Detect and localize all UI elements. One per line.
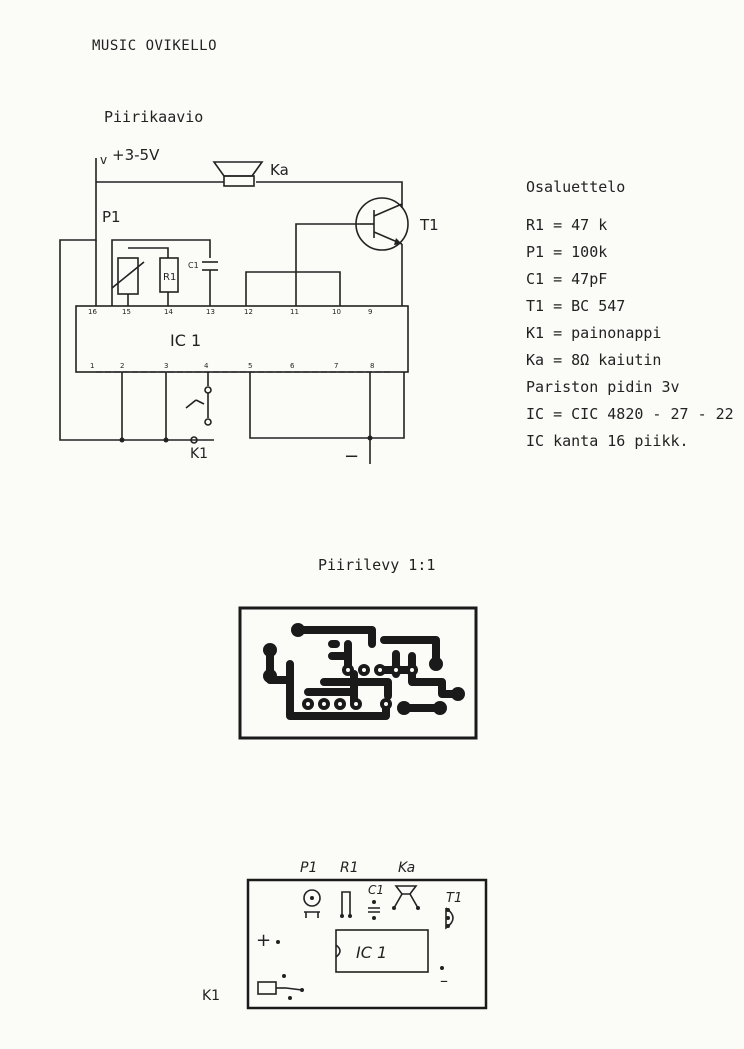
ic-pin-number: 7 <box>334 362 338 370</box>
layout-ic-notch <box>335 944 341 958</box>
schematic-heading: Piirikaavio <box>104 108 204 126</box>
ic-pin-number: 12 <box>244 308 253 316</box>
pcb-outline <box>238 606 478 740</box>
transistor-footprint <box>445 907 454 930</box>
supply-v-mark: v <box>100 153 107 167</box>
ic-pin-number: 14 <box>164 308 173 316</box>
resistor-label: R1 <box>163 272 176 283</box>
ic-pin-number: 10 <box>332 308 341 316</box>
ic-pin-number: 16 <box>88 308 97 316</box>
layout-label-c1: C1 <box>368 883 384 897</box>
minus-terminal <box>440 966 444 970</box>
parts-list-item: T1 = BC 547 <box>526 297 626 315</box>
button-label: K1 <box>190 446 208 462</box>
ic-pin-number: 3 <box>164 362 168 370</box>
parts-list-item: Pariston pidin 3v <box>526 378 680 396</box>
parts-list-item: K1 = painonappi <box>526 324 662 342</box>
cap-footprint <box>368 900 380 920</box>
ic-bottom-pins: 1 2 3 4 5 6 7 8 <box>90 362 374 370</box>
layout-label-p1: P1 <box>300 860 317 876</box>
layout-board-outline <box>246 878 488 1010</box>
ic-pin-number: 5 <box>248 362 252 370</box>
ic-pin-number: 4 <box>204 362 209 370</box>
supply-label: +3-5V <box>112 146 160 164</box>
supply-rail <box>59 158 403 441</box>
pot-label: P1 <box>102 208 121 226</box>
ic-pin-number: 15 <box>122 308 131 316</box>
ic-top-pins: 16 15 14 13 12 11 10 9 <box>88 308 372 316</box>
parts-heading: Osaluettelo <box>526 178 626 196</box>
pot-footprint <box>303 889 321 918</box>
layout-label-t1: T1 <box>446 891 462 906</box>
layout-ic-outline <box>335 929 429 973</box>
minus-label: − <box>344 446 359 467</box>
rc-network <box>111 239 218 306</box>
ic-pin-number: 13 <box>206 308 215 316</box>
component-layout: P1 R1 C1 Ka T1 <box>202 860 488 1010</box>
resistor-footprint <box>340 891 352 918</box>
parts-list-item: R1 = 47 k <box>526 216 608 234</box>
layout-label-ka: Ka <box>398 860 415 876</box>
ic-pin-number: 8 <box>370 362 374 370</box>
ic-pin-number: 11 <box>290 308 299 316</box>
pcb-artwork <box>238 606 478 740</box>
parts-list-item: IC = CIC 4820 - 27 - 22 <box>526 405 734 423</box>
schematic-diagram: v +3-5V Ka T1 P1 <box>59 146 439 467</box>
ic-pin-number: 2 <box>120 362 124 370</box>
button-footprint <box>257 974 304 1000</box>
push-button-symbol <box>185 386 212 444</box>
transistor-label: T1 <box>419 216 439 234</box>
parts-list-item: IC kanta 16 piikk. <box>526 432 689 450</box>
document-title: MUSIC OVIKELLO <box>92 38 218 54</box>
pin-12-loop <box>245 271 341 306</box>
plus-terminal <box>276 940 280 944</box>
speaker-symbol <box>212 161 264 187</box>
cap-label: C1 <box>188 261 199 270</box>
pcb-pads <box>263 623 465 715</box>
layout-ic-label: IC 1 <box>356 943 387 962</box>
layout-minus-label: – <box>440 971 448 990</box>
speaker-footprint <box>392 885 420 910</box>
layout-plus-label: + <box>256 930 271 951</box>
speaker-label: Ka <box>270 161 289 179</box>
ic-label: IC 1 <box>170 331 201 350</box>
parts-list-item: C1 = 47pF <box>526 270 608 288</box>
layout-button-label: K1 <box>202 988 220 1004</box>
parts-list: R1 = 47 k P1 = 100k C1 = 47pF T1 = BC 54… <box>526 212 734 455</box>
pcb-heading: Piirilevy 1:1 <box>318 556 436 574</box>
ic-pin-number: 1 <box>90 362 94 370</box>
transistor-base-wire <box>295 223 360 306</box>
parts-list-item: P1 = 100k <box>526 243 608 261</box>
ic-pin-number: 9 <box>368 308 372 316</box>
transistor-symbol <box>355 197 409 251</box>
ground-wiring <box>119 372 405 464</box>
parts-list-item: Ka = 8Ω kaiutin <box>526 351 662 369</box>
layout-label-r1: R1 <box>340 860 359 876</box>
ic-pin-number: 6 <box>290 362 295 370</box>
